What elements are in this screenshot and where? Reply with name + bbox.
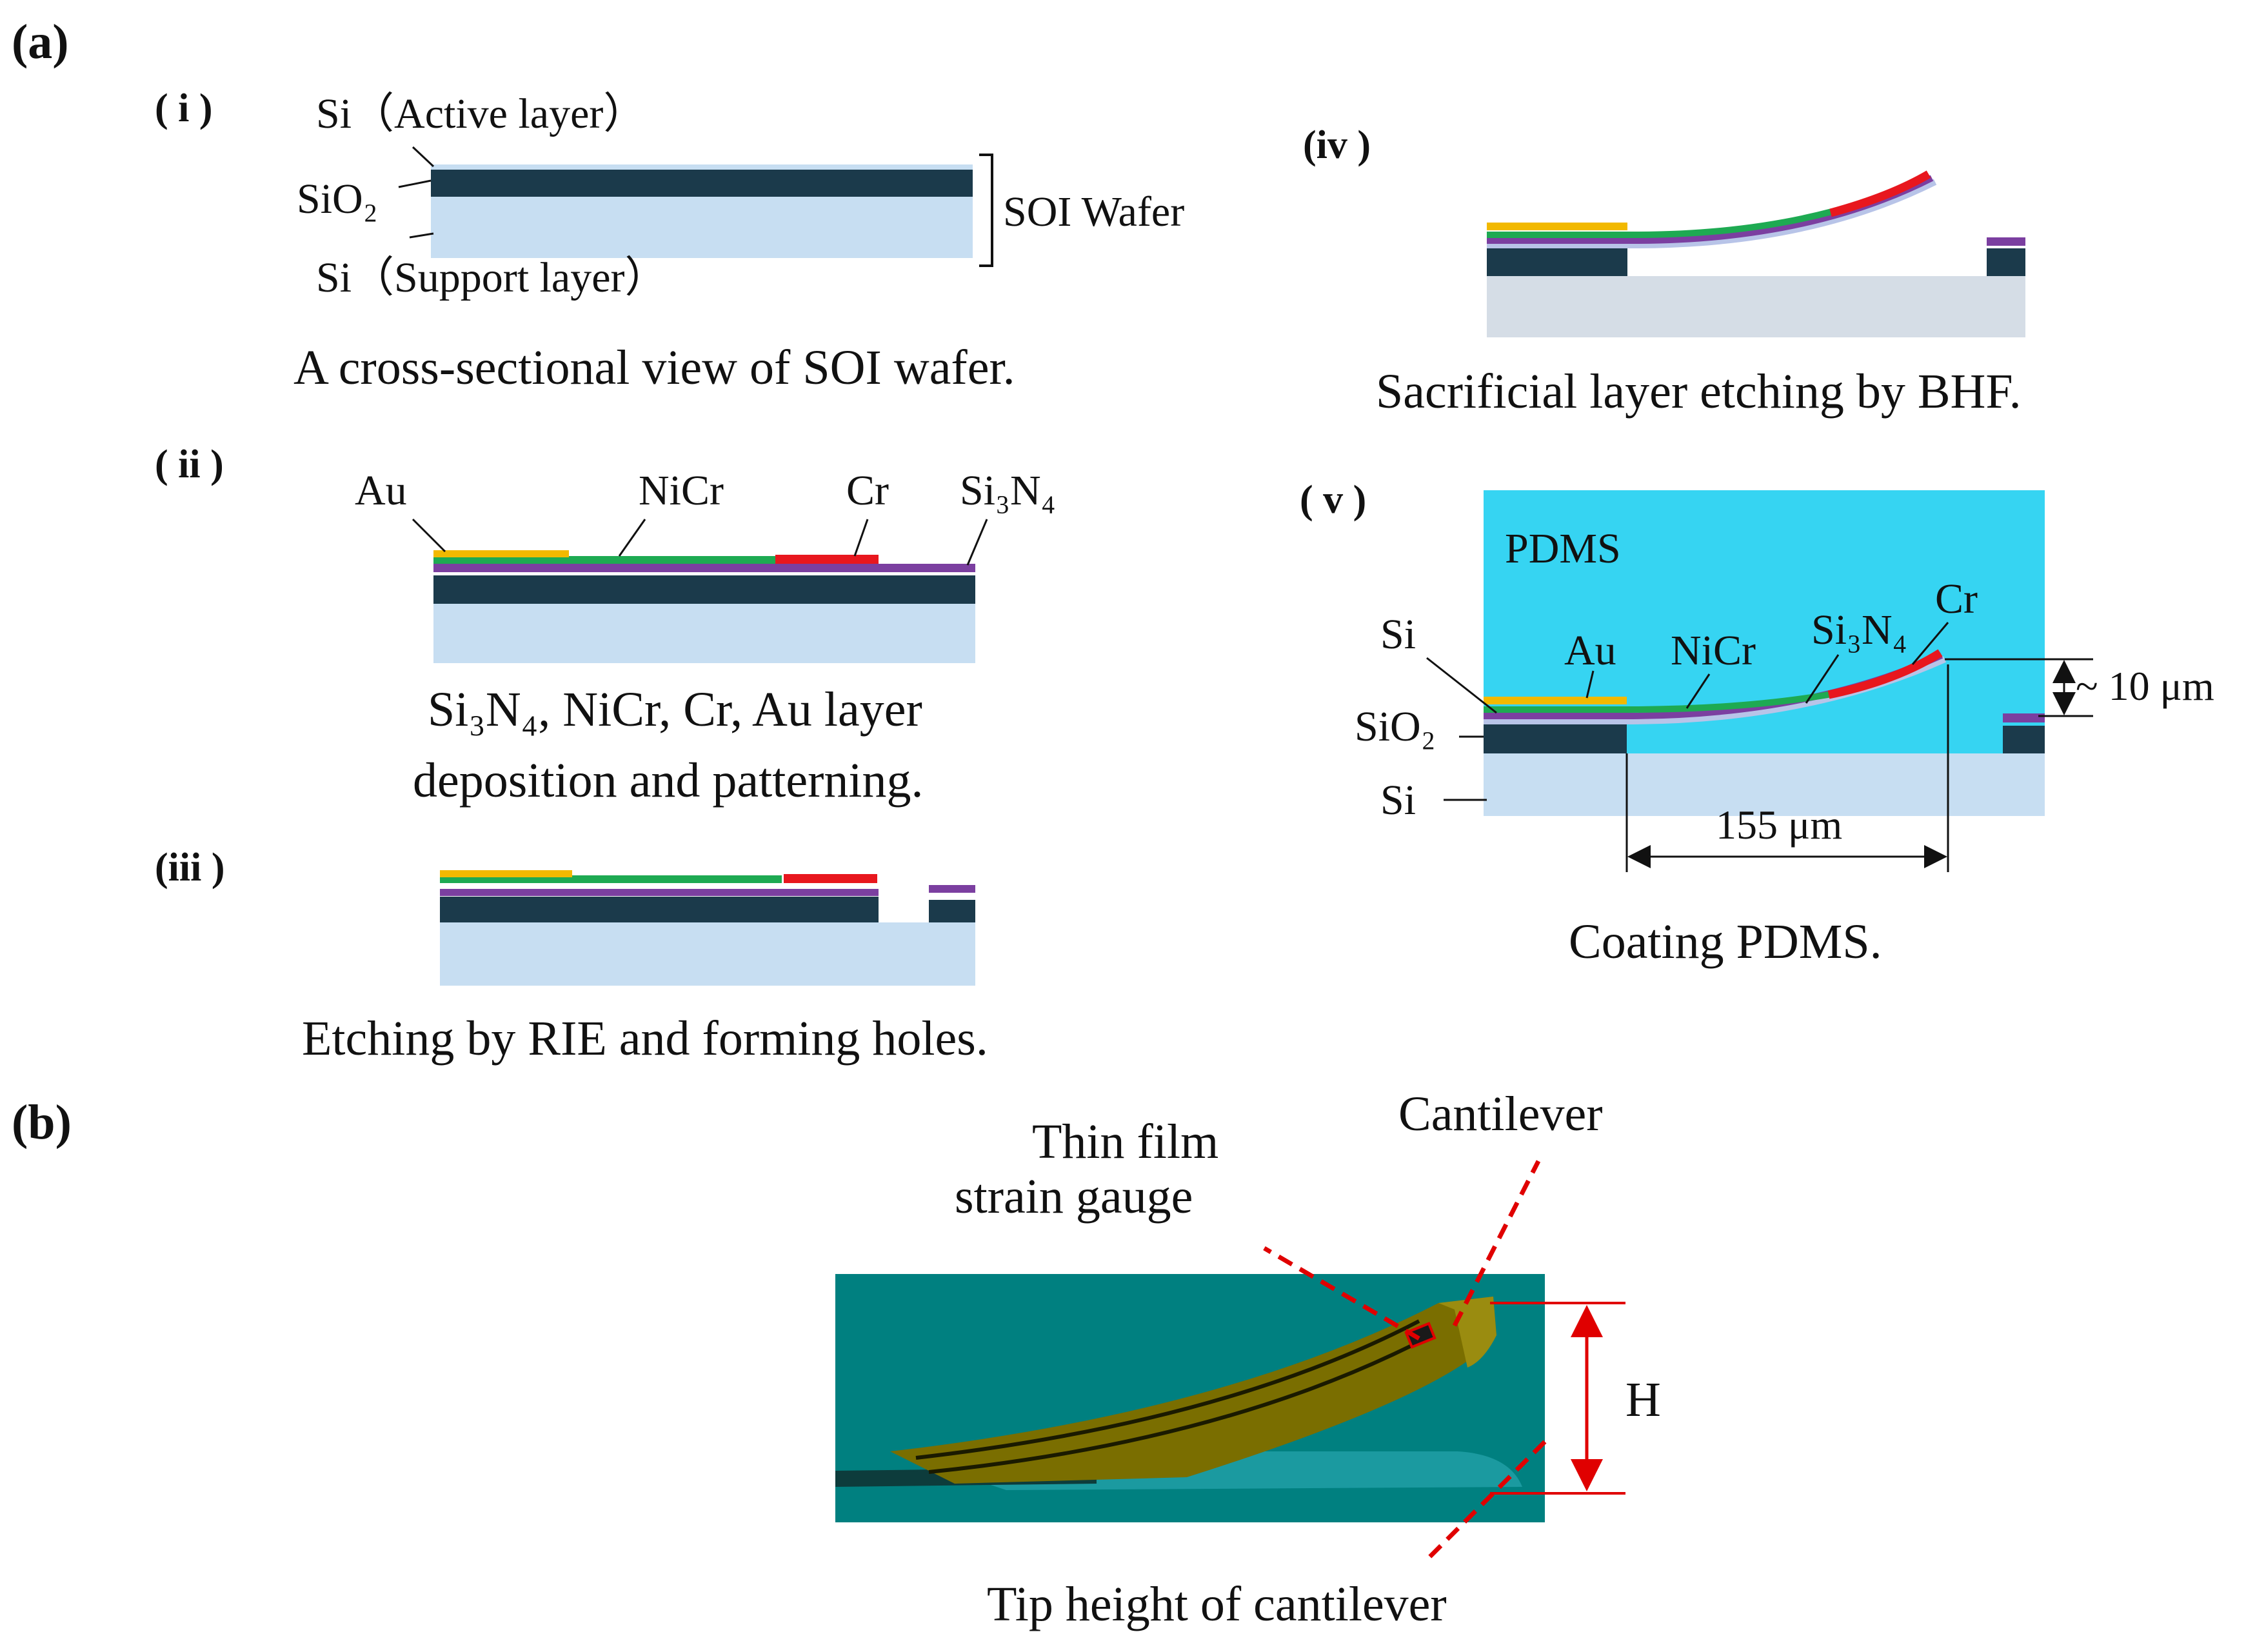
gauge-trace-bottom	[928, 1337, 1427, 1474]
wafer-bracket	[979, 154, 993, 267]
si3n4-layer-right	[1987, 237, 2025, 246]
si3n4-layer-right	[2003, 713, 2045, 722]
au-label: Au	[355, 467, 407, 514]
si3n4-layer	[433, 564, 975, 572]
cr-label: Cr	[1935, 575, 1978, 622]
active-layer-left	[440, 897, 879, 922]
length-label: 155 μm	[1716, 802, 1842, 848]
support-layer	[440, 922, 975, 986]
active-layer-right	[1987, 248, 2025, 276]
cantilever-label: Cantilever	[1398, 1087, 1603, 1141]
cr-label: Cr	[846, 467, 889, 514]
step-ii-tag: ( ii )	[155, 443, 224, 486]
step-iv-tag: (iv )	[1303, 123, 1371, 167]
si3n4-shadow	[1487, 179, 1937, 249]
support-layer	[1484, 753, 2045, 816]
step-ii-caption-2: deposition and patterning.	[413, 753, 924, 808]
step-iii-caption: Etching by RIE and forming holes.	[302, 1011, 988, 1066]
cantilever-side	[1438, 1297, 1496, 1368]
gauge-label-2: strain gauge	[955, 1169, 1193, 1224]
au-layer	[433, 550, 569, 557]
step-i-caption: A cross-sectional view of SOI wafer.	[293, 341, 1015, 395]
step-i: ( i ) Si（Active layer） SiO₂ Si（Support l…	[155, 86, 1184, 395]
sio2-label: SiO₂	[1355, 703, 1436, 750]
si3n4-label: Si₃N₄	[1811, 606, 1907, 653]
active-layer-left	[1487, 248, 1627, 276]
nicr-layer	[1484, 691, 1833, 713]
h-label: H	[1625, 1373, 1661, 1427]
cr-layer	[1827, 649, 1943, 699]
leader-line	[966, 519, 988, 566]
cantilever-body	[890, 1297, 1496, 1484]
si-top-label: Si	[1380, 611, 1416, 658]
step-i-tag: ( i )	[155, 86, 213, 130]
au-label: Au	[1564, 627, 1616, 674]
si3n4-label: Si₃N₄	[960, 467, 1056, 514]
leader-line	[1911, 622, 1949, 665]
step-iv: (iv ) Sacrificial layer etching by BHF.	[1303, 123, 2025, 419]
height-label: ~ 10 μm	[2076, 663, 2214, 709]
leader-line	[412, 146, 435, 168]
nicr-label: NiCr	[1671, 627, 1756, 674]
si-bottom-label: Si	[1380, 777, 1416, 824]
cantilever-callout	[1452, 1160, 1541, 1327]
nicr-label: NiCr	[639, 467, 724, 514]
step-ii: ( ii ) Au NiCr Cr Si₃N₄ Si₃N₄, NiCr, Cr,…	[155, 443, 1056, 808]
tip-callout	[1424, 1440, 1547, 1563]
panel-b-label: (b)	[12, 1095, 72, 1149]
active-layer	[431, 170, 973, 197]
cr-layer	[1829, 170, 1931, 217]
si3n4-layer	[440, 889, 879, 896]
step-ii-caption-1: Si₃N₄, NiCr, Cr, Au layer	[428, 682, 922, 737]
sio2-label: SiO₂	[297, 175, 378, 223]
gauge-callout	[1263, 1246, 1420, 1341]
leader-line	[1805, 654, 1840, 704]
leader-line	[1685, 673, 1711, 709]
step-v-caption: Coating PDMS.	[1569, 915, 1882, 969]
si3n4-layer-right	[929, 885, 975, 893]
support-layer	[431, 197, 973, 258]
step-iv-caption: Sacrificial layer etching by BHF.	[1376, 364, 2022, 419]
strain-gauge-element	[1404, 1322, 1436, 1349]
leader-line	[853, 519, 869, 557]
step-iii: (iii ) Etching by RIE and forming holes.	[155, 846, 988, 1066]
leader-line	[412, 518, 446, 553]
soi-wafer-label: SOI Wafer	[1003, 188, 1184, 235]
pdms-label: PDMS	[1505, 525, 1621, 572]
si-active-label: Si（Active layer）	[316, 90, 646, 137]
step-iii-tag: (iii )	[155, 846, 224, 890]
active-layer-right	[2003, 726, 2045, 753]
nicr-layer	[1487, 208, 1833, 239]
leader-line	[398, 179, 432, 188]
nicr-layer	[433, 556, 775, 564]
leader-line	[409, 232, 434, 239]
support-layer	[1487, 276, 2025, 337]
active-layer	[433, 575, 975, 604]
au-layer	[1484, 697, 1627, 704]
panel-a-label: (a)	[12, 15, 69, 69]
part-b: H Thin film strain gauge Cantilever Tip …	[835, 1087, 1661, 1631]
cr-layer	[775, 555, 879, 564]
au-layer	[440, 870, 572, 877]
active-layer-right	[929, 900, 975, 922]
si-support-label: Si（Support layer）	[316, 254, 667, 301]
active-layer-left	[1484, 724, 1627, 753]
step-v-tag: ( v )	[1300, 478, 1366, 522]
cr-layer	[784, 874, 877, 883]
gauge-label-1: Thin film	[1032, 1115, 1218, 1169]
tip-label: Tip height of cantilever	[987, 1577, 1447, 1631]
leader-line	[1426, 657, 1497, 714]
leader-line	[618, 519, 646, 557]
au-layer	[1487, 223, 1627, 230]
gauge-trace-top	[915, 1319, 1420, 1460]
step-v: ( v ) PDMS Si SiO₂ Si Au NiCr Si₃N₄ Cr ~…	[1300, 478, 2214, 969]
leader-line	[1585, 670, 1595, 699]
